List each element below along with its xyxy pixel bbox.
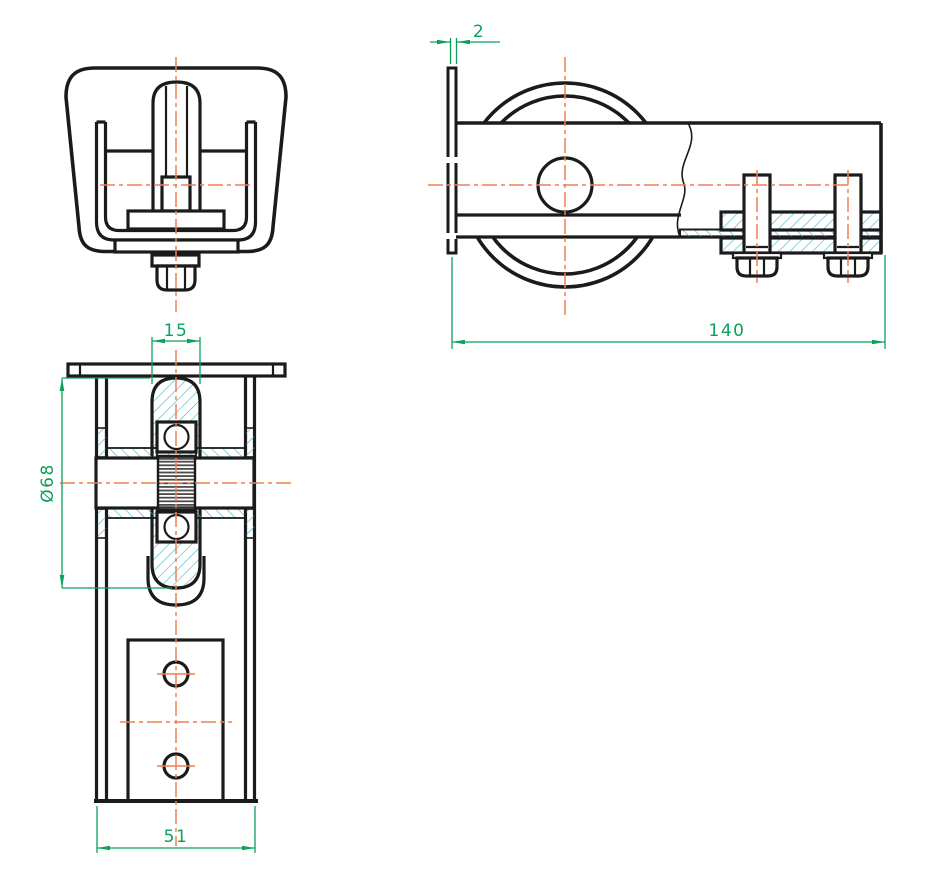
break-line (676, 122, 693, 238)
dimension-label-140: 140 (709, 321, 746, 341)
dimension-2: 2 (430, 22, 500, 64)
dimension-15: 15 (151, 321, 201, 384)
dimension-140: 140 (451, 255, 886, 349)
wall-hatch-lower-right (244, 508, 256, 539)
dimension-68: Ø68 (38, 377, 172, 589)
dimension-label-2: 2 (473, 22, 485, 42)
bolt-2-shaft (833, 173, 863, 255)
section-view: 15 Ø68 51 (38, 321, 292, 853)
bolt-1-shaft (742, 173, 772, 255)
dimension-label-68: Ø68 (38, 463, 58, 503)
side-view: 2 140 (428, 22, 886, 349)
wall-hatch-upper-right (244, 427, 256, 458)
front-view (64, 57, 288, 312)
nut-2 (826, 256, 870, 278)
mounting-plate-gap-lower (444, 233, 460, 239)
wall-hatch-lower-left (96, 508, 108, 539)
dimension-label-15: 15 (164, 321, 189, 341)
dimension-label-51: 51 (164, 827, 189, 847)
dimension-51: 51 (96, 806, 256, 853)
nut-1 (735, 256, 779, 278)
wall-hatch-upper-left (96, 427, 108, 458)
mounting-plate-gap-upper (444, 157, 460, 163)
body-outline (64, 66, 288, 254)
